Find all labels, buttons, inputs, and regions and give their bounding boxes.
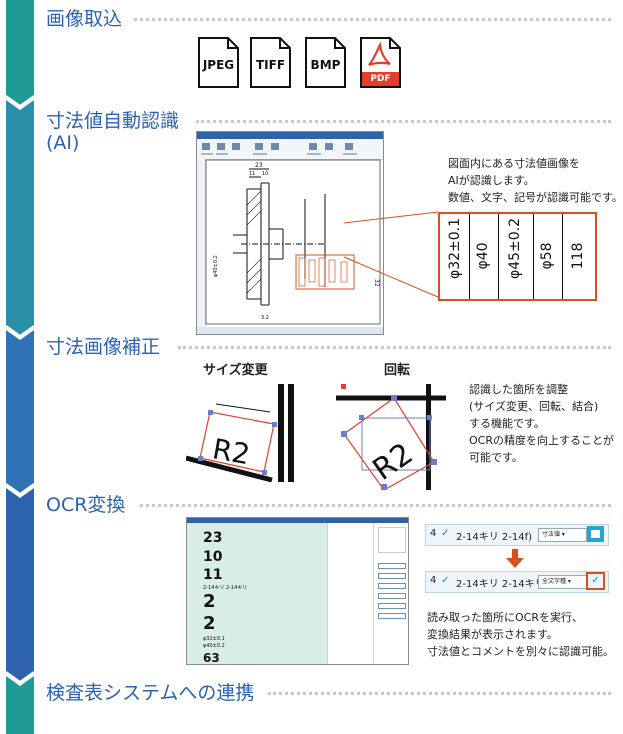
resize-example: R2	[186, 384, 306, 482]
ocr-options-column	[327, 523, 374, 664]
dotted-divider	[196, 120, 611, 123]
dim-11: 11	[249, 171, 255, 177]
mode-select-before[interactable]: 寸法値 ▾	[538, 528, 587, 542]
cad-app-screenshot: 23 11 10 φ40±0.2 32 3.2	[196, 131, 384, 335]
correction-description: 認識した箇所を調整 (サイズ変更、回転、結合) する機能です。 OCRの精度を向…	[469, 383, 614, 464]
ocr-description: 読み取った箇所にOCRを実行、 変換結果が表示されます。 寸法値とコメントを別々…	[427, 611, 614, 658]
toggle-button[interactable]	[587, 526, 604, 542]
dotted-divider	[268, 692, 611, 695]
check-icon: ✓	[441, 575, 450, 586]
jpeg-file-icon: JPEG	[197, 37, 240, 88]
step-title-ai-recognition: 寸法値自動認識	[46, 110, 180, 132]
mode-select-after[interactable]: 全文字種 ▾	[538, 575, 587, 589]
zoom-label-phi32: φ32±0.1	[447, 217, 463, 279]
dotted-divider	[178, 346, 611, 349]
pdf-badge: PDF	[362, 72, 399, 86]
dotted-divider	[140, 504, 611, 507]
recognized-dimensions-zoom: φ32±0.1 φ40 φ45±0.2 φ58 118	[438, 212, 597, 301]
ocr-row-before: 4 ✓ 2-14キリ 2-14f) 寸法値 ▾	[425, 524, 609, 546]
dim-surface: 3.2	[261, 315, 269, 321]
bmp-file-icon: BMP	[304, 37, 347, 88]
down-arrow-icon	[506, 549, 524, 568]
process-ribbon	[5, 0, 35, 734]
check-icon: ✓	[441, 528, 450, 539]
ocr-row-after: 4 ✓ 2-14キリ 2-14キリ 全文字種 ▾ ✓	[425, 571, 609, 593]
app-side-ruler	[197, 159, 206, 327]
zoom-label-phi40: φ40	[475, 242, 491, 270]
rotate-example: R2	[336, 384, 456, 490]
step-title-inspection-link: 検査表システムへの連携	[46, 682, 255, 704]
ocr-result-table: 23 10 11 2-14キリ 2-14キリ 2 2 φ32±0.1 φ40±0…	[187, 523, 327, 664]
zoom-label-phi45: φ45±0.2	[507, 217, 523, 279]
dim-phi40: φ40±0.2	[213, 255, 219, 277]
app-titlebar	[197, 132, 383, 139]
svg-text:R2: R2	[367, 436, 420, 488]
step-title-import: 画像取込	[46, 8, 123, 30]
confirm-check-button[interactable]: ✓	[586, 572, 605, 590]
step-title-ai-recognition-sub: (AI)	[46, 132, 80, 154]
ai-description: 図面内にある寸法値画像を AIが認識します。 数値、文字、記号が認識可能です。	[448, 157, 623, 204]
dotted-divider	[134, 18, 611, 21]
app-statusbar	[197, 327, 383, 334]
zoom-label-phi58: φ58	[539, 242, 555, 270]
zoom-label-118: 118	[570, 242, 586, 270]
tiff-file-icon: TIFF	[249, 37, 292, 88]
dim-23: 23	[255, 162, 263, 169]
svg-text:R2: R2	[210, 432, 252, 471]
step-title-ocr: OCR変換	[46, 494, 126, 516]
rotate-label: 回転	[384, 363, 411, 378]
app-ribbon-toolbar	[197, 139, 383, 160]
pdf-file-icon: PDF	[359, 37, 402, 88]
step-title-correction: 寸法画像補正	[46, 336, 161, 358]
dim-10: 10	[262, 171, 268, 177]
ocr-app-screenshot: 23 10 11 2-14キリ 2-14キリ 2 2 φ32±0.1 φ40±0…	[186, 517, 409, 665]
dim-32: 32	[373, 279, 380, 287]
recognized-region-box	[295, 254, 355, 290]
resize-label: サイズ変更	[203, 363, 268, 378]
mechanical-drawing: 23 11 10 φ40±0.2 32 3.2	[205, 159, 381, 325]
ocr-side-panel	[373, 523, 408, 664]
